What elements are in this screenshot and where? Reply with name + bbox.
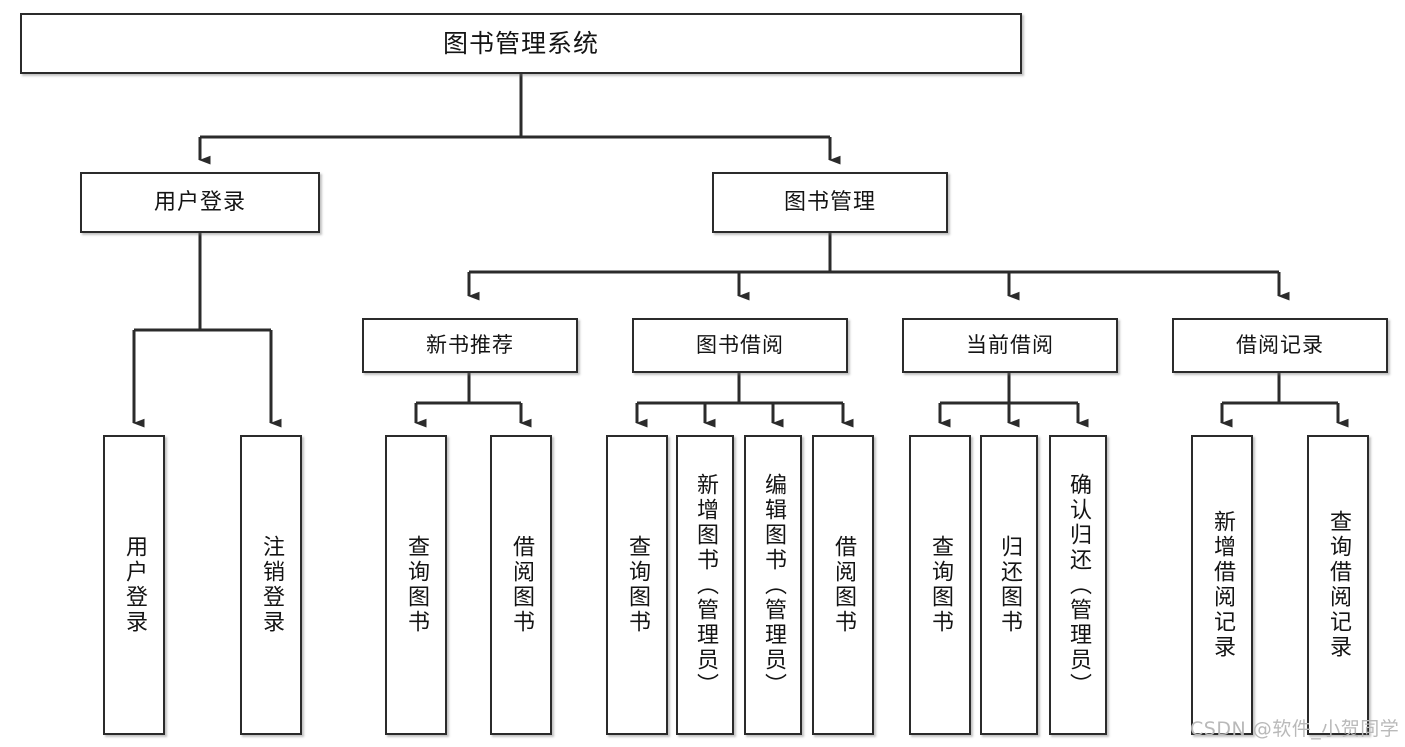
node-label: 确认归还（管理员） — [1066, 472, 1091, 698]
node-label: 新书推荐 — [426, 333, 514, 358]
node-leaf-add-book[interactable]: 新增图书（管理员） — [676, 435, 734, 735]
csdn-watermark: CSDN @软件_小贺同学 — [1190, 714, 1399, 741]
node-label: 用户登录 — [153, 189, 246, 215]
node-label: 查询图书 — [625, 535, 650, 635]
node-label: 借阅图书 — [831, 535, 856, 635]
node-label: 注销登录 — [259, 535, 284, 635]
node-leaf-query-book-2[interactable]: 查询图书 — [606, 435, 668, 735]
node-label: 借阅记录 — [1236, 333, 1324, 358]
node-book-management[interactable]: 图书管理 — [712, 172, 948, 233]
node-leaf-query-book-1[interactable]: 查询图书 — [385, 435, 447, 735]
node-leaf-query-record[interactable]: 查询借阅记录 — [1307, 435, 1369, 735]
node-root-book-management-system[interactable]: 图书管理系统 — [20, 13, 1022, 74]
node-leaf-confirm-return[interactable]: 确认归还（管理员） — [1049, 435, 1107, 735]
node-leaf-borrow-book-2[interactable]: 借阅图书 — [812, 435, 874, 735]
node-label: 查询图书 — [928, 535, 953, 635]
watermark-text: CSDN @软件_小贺同学 — [1190, 718, 1400, 740]
node-leaf-logout[interactable]: 注销登录 — [240, 435, 302, 735]
node-leaf-borrow-book-1[interactable]: 借阅图书 — [490, 435, 552, 735]
node-label: 图书管理系统 — [442, 28, 599, 58]
node-label: 用户登录 — [122, 535, 147, 635]
node-label: 图书借阅 — [696, 333, 784, 358]
node-leaf-return-book[interactable]: 归还图书 — [980, 435, 1038, 735]
node-label: 新增借阅记录 — [1210, 510, 1235, 660]
node-current-borrow[interactable]: 当前借阅 — [902, 318, 1118, 373]
node-label: 归还图书 — [997, 535, 1022, 635]
node-new-book-recommend[interactable]: 新书推荐 — [362, 318, 578, 373]
node-label: 查询借阅记录 — [1326, 510, 1351, 660]
node-leaf-user-login[interactable]: 用户登录 — [103, 435, 165, 735]
node-label: 新增图书（管理员） — [693, 472, 718, 698]
node-label: 当前借阅 — [966, 333, 1054, 358]
node-leaf-edit-book[interactable]: 编辑图书（管理员） — [744, 435, 802, 735]
node-borrow-record[interactable]: 借阅记录 — [1172, 318, 1388, 373]
node-label: 借阅图书 — [509, 535, 534, 635]
node-user-login[interactable]: 用户登录 — [80, 172, 320, 233]
node-book-borrow[interactable]: 图书借阅 — [632, 318, 848, 373]
node-leaf-add-record[interactable]: 新增借阅记录 — [1191, 435, 1253, 735]
node-leaf-query-book-3[interactable]: 查询图书 — [909, 435, 971, 735]
node-label: 查询图书 — [404, 535, 429, 635]
node-label: 图书管理 — [783, 189, 876, 215]
node-label: 编辑图书（管理员） — [761, 472, 786, 698]
